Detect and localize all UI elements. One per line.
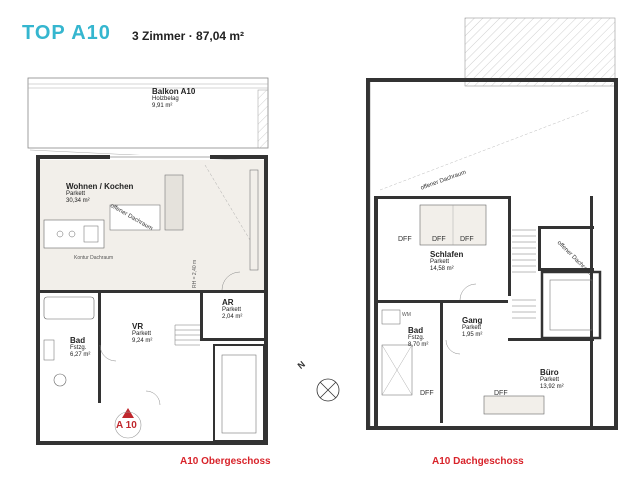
dff-label-5: DFF	[494, 390, 508, 397]
caption-obergeschoss: A10 Obergeschoss	[180, 456, 271, 467]
room-label-bad-left: Bad Fstzg. 6,27 m²	[70, 336, 91, 359]
room-label-buero: Büro Parkett 13,92 m²	[540, 368, 564, 391]
compass-icon	[316, 378, 340, 402]
wall-left-left	[36, 155, 40, 445]
roof-contour-note: Kontur Dachraum	[74, 255, 114, 261]
wall-right-left	[264, 155, 268, 445]
balcony-outline	[27, 77, 269, 149]
entrance-marker-label: A 10	[116, 420, 137, 431]
dff-label-3: DFF	[460, 236, 474, 243]
room-label-vr: VR Parkett 9,24 m²	[132, 322, 153, 345]
dff-label-1: DFF	[398, 236, 412, 243]
washing-machine-label: WM	[402, 312, 411, 318]
room-label-balkon: Balkon A10 Holzbelag 9,91 m²	[152, 87, 196, 110]
entrance-arrow	[122, 408, 134, 418]
bathtub	[43, 296, 95, 320]
room-label-bad-right: Bad Fstzg. 8,70 m²	[408, 326, 429, 349]
dff-label-2: DFF	[432, 236, 446, 243]
wall-bottom-left	[36, 441, 268, 445]
room-label-gang: Gang Parkett 1,95 m²	[462, 316, 483, 339]
apartment-title: TOP A10	[22, 22, 111, 44]
ceiling-height-note: RH = 2,40 m	[192, 259, 198, 288]
room-label-ar: AR Parkett 2,04 m²	[222, 298, 243, 321]
caption-dachgeschoss: A10 Dachgeschoss	[432, 456, 524, 467]
apartment-summary: 3 Zimmer · 87,04 m²	[132, 29, 245, 43]
stairs-left	[174, 324, 200, 346]
dff-label-4: DFF	[420, 390, 434, 397]
stairs-right	[512, 229, 536, 319]
roof-hatch-area	[464, 17, 616, 87]
room-label-wohnen: Wohnen / Kochen Parkett 30,34 m²	[66, 182, 134, 205]
room-label-schlafen: Schlafen Parkett 14,58 m²	[430, 250, 464, 273]
